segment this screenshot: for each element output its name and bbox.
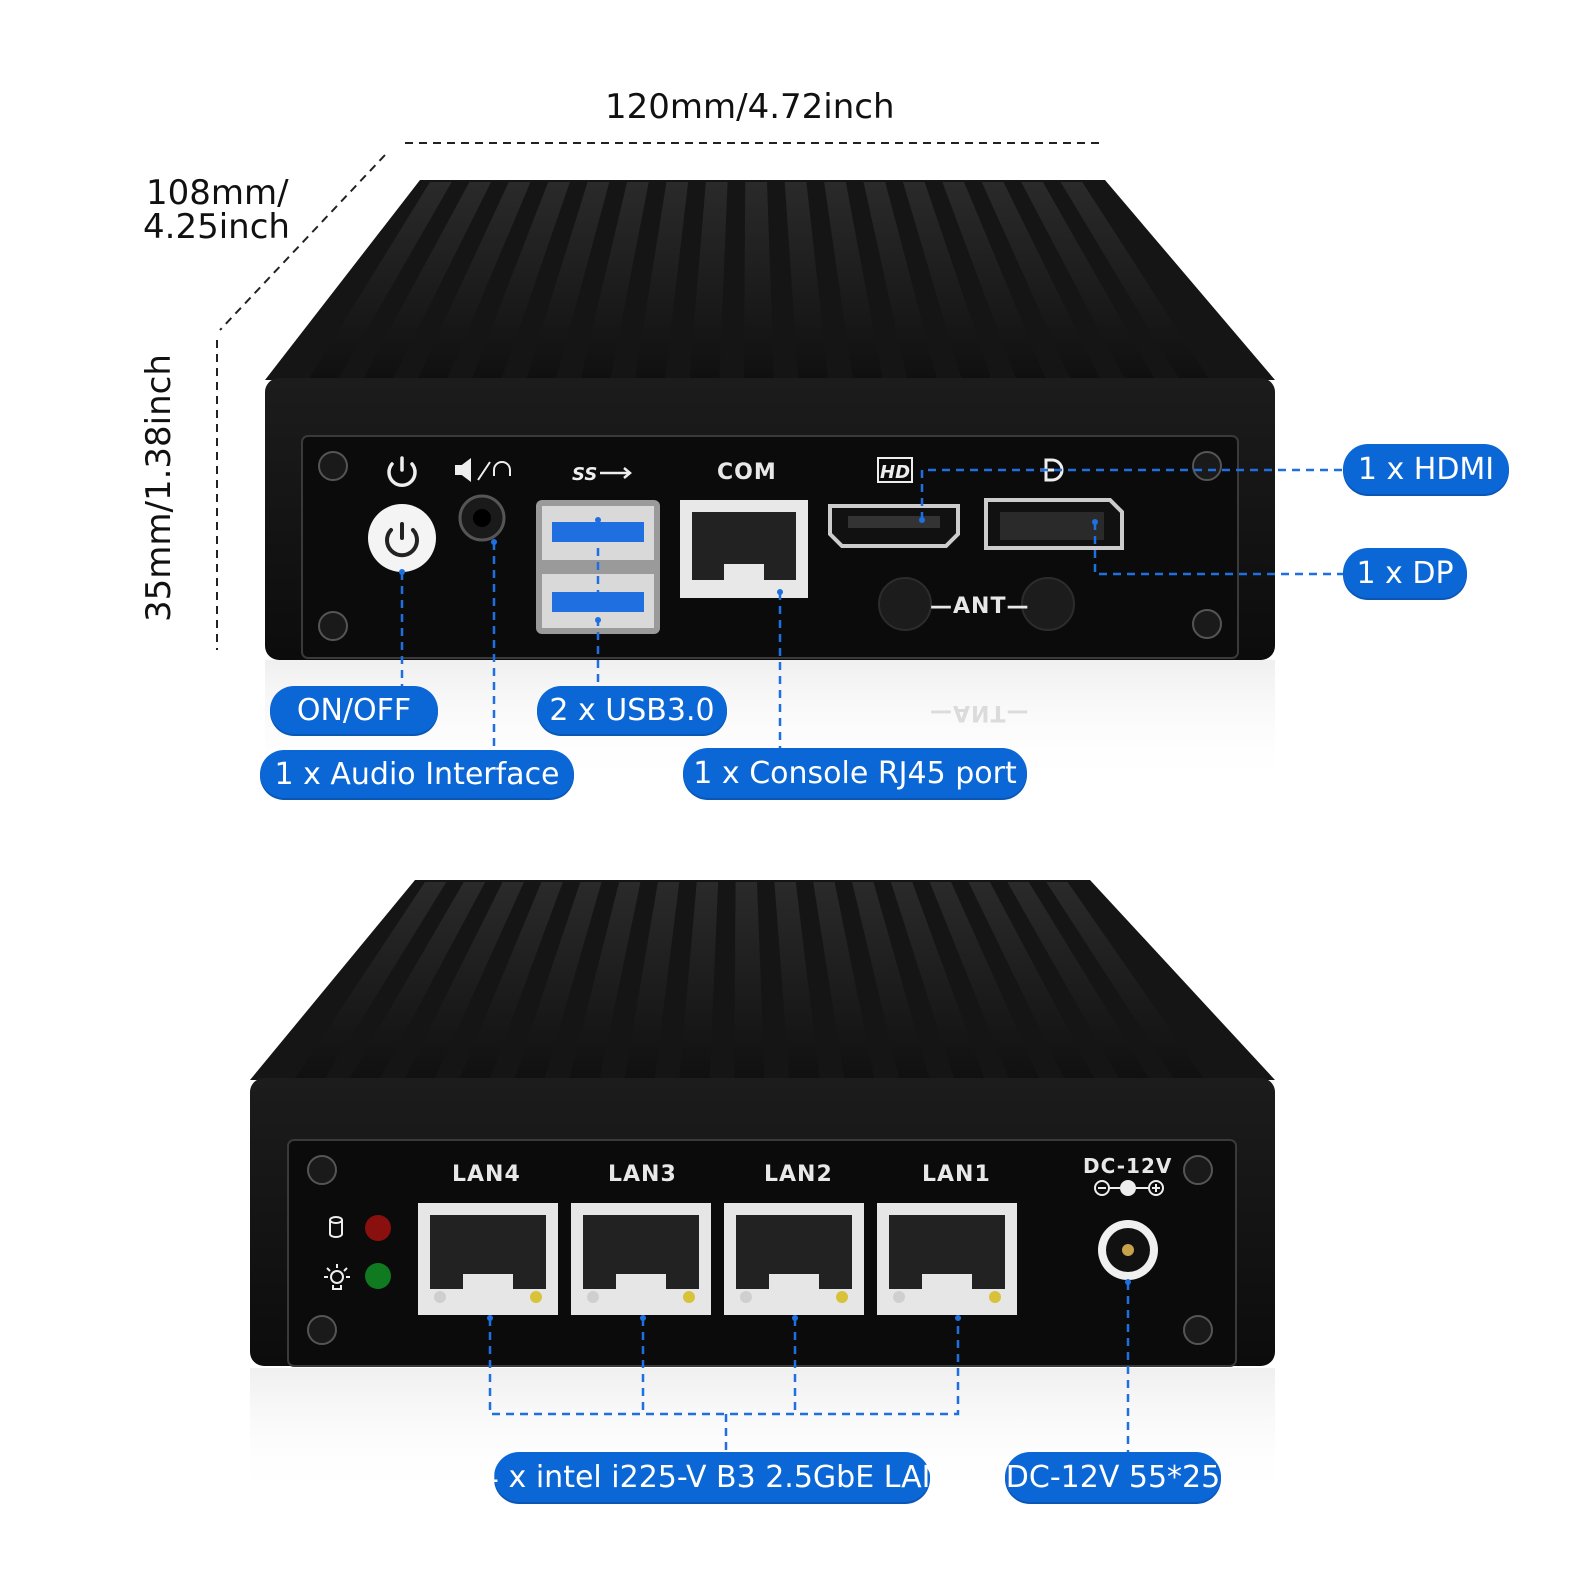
heatsink-fin: [616, 882, 680, 1128]
power-led-icon: [324, 1264, 350, 1290]
lan-led: [893, 1291, 905, 1303]
heatsink-fins: [280, 182, 1239, 425]
heatsink-fin: [813, 882, 885, 1128]
lan-port-clip: [769, 1274, 819, 1290]
heatsink-fin: [627, 182, 689, 425]
heatsink-fin: [453, 182, 570, 425]
heatsink-fin: [734, 882, 767, 1128]
lan-led: [683, 1291, 695, 1303]
svg-text:HD: HD: [880, 462, 910, 483]
hdd-led-icon: [329, 1216, 343, 1238]
heatsink-fin: [968, 882, 1121, 1128]
heatsink-fin: [929, 882, 1062, 1128]
lan-port-clip: [922, 1274, 972, 1290]
hdmi-callout: 1 x HDMI: [1343, 444, 1509, 494]
power-icon: [387, 456, 417, 488]
heatsink-fin: [337, 182, 492, 425]
lan-port-clip: [616, 1274, 666, 1290]
callout-leader-lines: [400, 468, 1348, 1454]
heatsink-fin: [321, 882, 486, 1128]
heatsink-fin: [1060, 182, 1239, 425]
heatsink-fin: [439, 882, 563, 1128]
heatsink-fin: [280, 182, 452, 425]
heatsink-fin: [824, 182, 892, 425]
ant-label: —ANT—: [930, 594, 1030, 619]
lan-led: [989, 1291, 1001, 1303]
heatsink-fin: [902, 182, 1008, 425]
heatsink-fin: [1046, 882, 1239, 1128]
lan4-label: LAN4: [452, 1162, 521, 1187]
heatsink-fin: [863, 182, 950, 425]
height-dimension-label: 35mm/1.38inch: [139, 354, 179, 622]
heatsink-fin: [784, 182, 834, 425]
heatsink-fin: [395, 182, 531, 425]
dc-polarity-icon: [1094, 1180, 1164, 1196]
dc-jack: [1098, 1220, 1158, 1280]
lan-led: [836, 1291, 848, 1303]
usb-ss-icon: SS: [572, 464, 632, 485]
ant-label-reflection: —ANT—: [930, 700, 1030, 725]
dc-12v-label: DC-12V: [1083, 1154, 1173, 1178]
depth-dimension-label-line1: 108mm/: [146, 173, 289, 213]
onoff-callout: ON/OFF: [270, 686, 438, 734]
led-green: [365, 1263, 391, 1289]
front-device: SS HD: [265, 180, 1275, 790]
console-callout: 1 x Console RJ45 port: [683, 748, 1027, 798]
heatsink-fin: [498, 882, 602, 1128]
heatsink-fin: [890, 882, 1003, 1128]
heatsink-fin: [852, 882, 944, 1128]
usb-callout: 2 x USB3.0: [537, 686, 727, 734]
lan-led: [530, 1291, 542, 1303]
heatsink-fin: [569, 182, 649, 425]
displayport-port: [984, 498, 1124, 550]
heatsink-fin: [1007, 882, 1180, 1128]
lan-led: [740, 1291, 752, 1303]
antenna-hole-left: [878, 577, 932, 631]
lan-ports: [418, 1203, 1017, 1315]
hd-icon: HD: [877, 457, 913, 483]
width-dimension-label: 120mm/4.72inch: [605, 87, 895, 127]
heatsink-fin: [675, 882, 719, 1128]
lan-led: [434, 1291, 446, 1303]
com-label: COM: [717, 460, 777, 485]
heatsink-fin: [774, 882, 826, 1128]
dp-callout: 1 x DP: [1343, 548, 1467, 598]
lan3-label: LAN3: [608, 1162, 677, 1187]
depth-dimension-label-line2: 4.25inch: [143, 207, 290, 247]
heatsink-fin: [743, 182, 776, 425]
heatsink-fin: [262, 882, 447, 1128]
screws: [318, 451, 1222, 641]
heatsink-fin: [1021, 182, 1181, 425]
audio-headphone-icon: [455, 458, 511, 482]
lan1-label: LAN1: [922, 1162, 991, 1187]
heatsink-fin: [981, 182, 1124, 425]
screws: [307, 1155, 1213, 1345]
led-red: [365, 1215, 391, 1241]
antenna-hole-right: [1021, 577, 1075, 631]
lan-led: [587, 1291, 599, 1303]
heatsink-fins: [262, 882, 1239, 1128]
lan2-label: LAN2: [764, 1162, 833, 1187]
heatsink-fin: [557, 882, 641, 1128]
svg-text:SS: SS: [572, 464, 597, 485]
rear-device: [250, 880, 1275, 1498]
lan-port-clip: [463, 1274, 513, 1290]
dc-callout: DC-12V 55*25: [1005, 1452, 1221, 1502]
hdmi-port: [828, 504, 960, 548]
heatsink-fin: [380, 882, 524, 1128]
heatsink-fin: [685, 182, 728, 425]
lan-callout: 4 x intel i225-V B3 2.5GbE LAN: [480, 1452, 944, 1502]
heatsink-fin: [511, 182, 610, 425]
console-rj45-port: [680, 500, 808, 598]
heatsink-fin: [942, 182, 1066, 425]
audio-callout: 1 x Audio Interface: [260, 750, 574, 798]
dimension-lines: [216, 142, 1100, 650]
